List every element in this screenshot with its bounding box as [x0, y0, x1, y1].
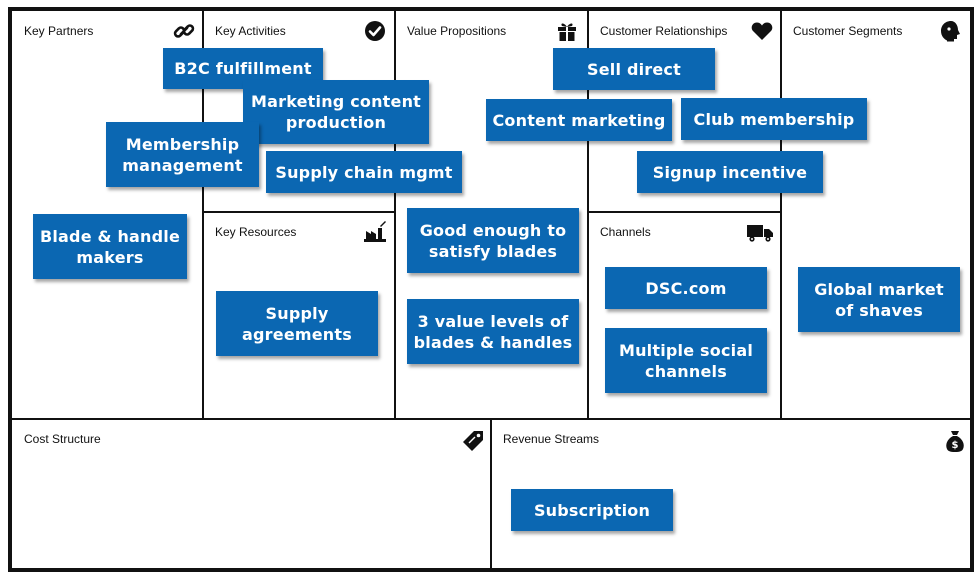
note-supply-agreements[interactable]: Supply agreements [216, 291, 378, 356]
note-club-membership[interactable]: Club membership [681, 98, 867, 140]
note-multiple-social-channels[interactable]: Multiple social channels [605, 328, 767, 393]
revenue-streams-block: Revenue Streams $ [490, 418, 971, 569]
person-head-icon [939, 19, 963, 43]
key-partners-block: Key Partners [11, 10, 204, 420]
cost-structure-block: Cost Structure [11, 418, 492, 569]
gift-icon [555, 19, 579, 43]
customer-segments-title: Customer Segments [793, 24, 903, 38]
note-subscription[interactable]: Subscription [511, 489, 673, 531]
factory-icon [363, 220, 387, 244]
note-content-marketing[interactable]: Content marketing [486, 99, 672, 141]
heart-icon [750, 19, 774, 43]
key-activities-title: Key Activities [215, 24, 286, 38]
revenue-streams-title: Revenue Streams [503, 432, 600, 446]
note-blade-handle-makers[interactable]: Blade & handle makers [33, 214, 187, 279]
note-three-value-levels[interactable]: 3 value levels of blades & handles [407, 299, 579, 364]
price-tag-icon [461, 429, 485, 453]
svg-text:$: $ [952, 440, 959, 451]
note-membership-management[interactable]: Membership management [106, 122, 259, 187]
note-signup-incentive[interactable]: Signup incentive [637, 151, 823, 193]
customer-segments-block: Customer Segments [780, 10, 971, 420]
channels-block: Channels [587, 211, 782, 420]
customer-relationships-title: Customer Relationships [600, 24, 728, 38]
key-resources-title: Key Resources [215, 225, 297, 239]
note-sell-direct[interactable]: Sell direct [553, 48, 715, 90]
business-model-canvas: Key Partners Key Activities Key Resource… [8, 7, 974, 572]
key-resources-block: Key Resources [202, 211, 396, 420]
value-propositions-title: Value Propositions [407, 24, 507, 38]
money-bag-icon: $ [943, 429, 967, 453]
note-dsc-com[interactable]: DSC.com [605, 267, 767, 309]
check-circle-icon [363, 19, 387, 43]
note-good-enough[interactable]: Good enough to satisfy blades [407, 208, 579, 273]
note-supply-chain-mgmt[interactable]: Supply chain mgmt [266, 151, 462, 193]
note-marketing-content-production[interactable]: Marketing content production [243, 80, 429, 144]
key-partners-title: Key Partners [24, 24, 94, 38]
channels-title: Channels [600, 225, 651, 239]
truck-icon [746, 220, 774, 244]
note-global-market-of-shaves[interactable]: Global market of shaves [798, 267, 960, 332]
key-activities-block: Key Activities [202, 10, 396, 213]
link-icon [172, 19, 196, 43]
cost-structure-title: Cost Structure [24, 432, 101, 446]
